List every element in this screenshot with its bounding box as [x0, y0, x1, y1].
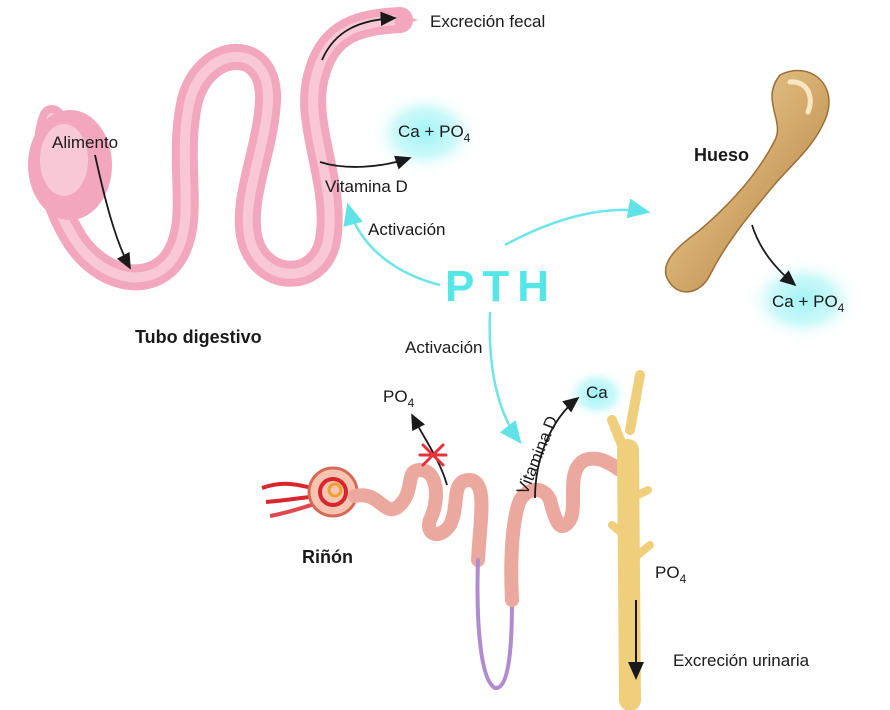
label-excrecion-fecal: Excreción fecal: [430, 12, 545, 32]
label-activacion-kidney: Activación: [405, 338, 482, 358]
label-po4-urine: PO4: [655, 563, 686, 584]
label-alimento: Alimento: [52, 133, 118, 153]
label-vitamina-d-gut: Vitamina D: [325, 177, 408, 197]
arrow-pth-to-bone: [505, 210, 648, 245]
arrow-pth-to-kidney: [490, 312, 520, 442]
label-rinon: Riñón: [302, 547, 353, 567]
label-ca-po4-bone: Ca + PO4: [772, 292, 844, 313]
kidney-illustration: [262, 375, 650, 700]
label-ca-po4-gut: Ca + PO4: [398, 122, 470, 143]
label-activacion-gut: Activación: [368, 220, 445, 240]
label-tubo-digestivo: Tubo digestivo: [135, 327, 262, 347]
pth-hormone-label: PTH: [445, 262, 557, 312]
label-ca-kidney: Ca: [586, 383, 608, 403]
label-po4-blocked: PO4: [383, 387, 414, 408]
label-excrecion-urinaria: Excreción urinaria: [673, 651, 809, 671]
block-x-mark: [420, 445, 446, 465]
label-hueso: Hueso: [694, 145, 749, 165]
arrow-pth-to-gut: [348, 205, 440, 285]
